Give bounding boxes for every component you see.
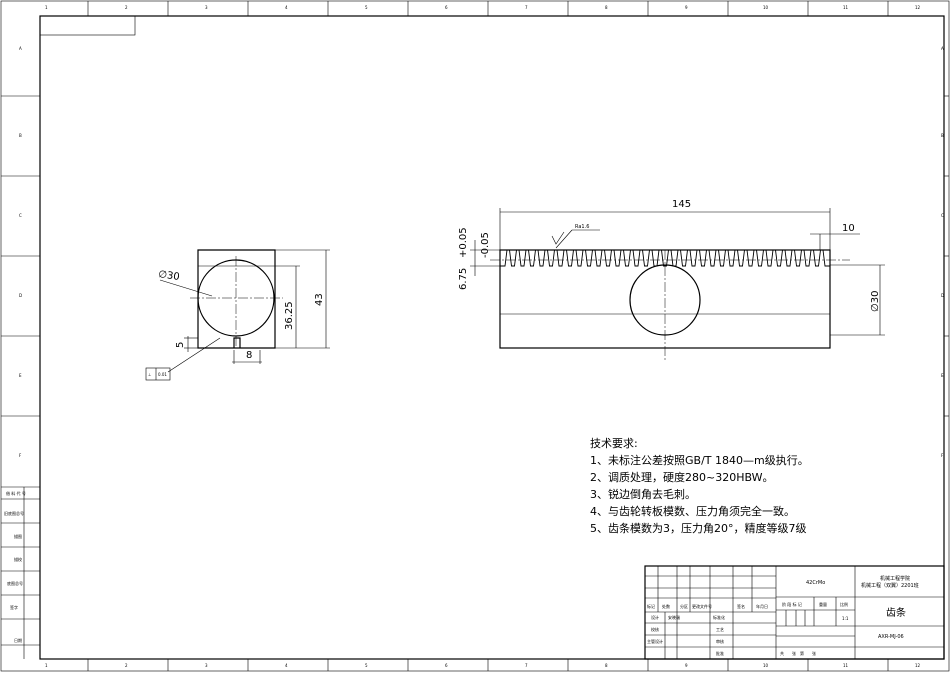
col-number-bottom: 8: [605, 663, 608, 668]
end-view-center-height: 36.25: [284, 301, 295, 330]
inner-frame: [39, 15, 945, 660]
title-block: [644, 565, 945, 660]
col-number-top: 8: [605, 5, 608, 10]
col-number-bottom: 5: [365, 663, 368, 668]
row-letter-right: C: [941, 213, 944, 218]
col-number-bottom: 4: [285, 663, 288, 668]
roughness-value: Ra1.6: [575, 224, 589, 230]
scale-value: 1:1: [842, 616, 849, 621]
strip-label: 底图总号: [7, 580, 23, 586]
col-number-top: 11: [843, 5, 849, 10]
row-letter-left: B: [19, 133, 22, 138]
material: 42CrMo: [806, 580, 825, 586]
drawing-number: AXR-MJ-06: [878, 634, 904, 640]
column-label: 审核: [716, 638, 724, 644]
column-label: 工艺: [716, 627, 724, 632]
end-view: [145, 249, 330, 381]
front-view-length: 145: [672, 199, 691, 210]
rack-teeth: [500, 249, 830, 267]
header-cell: 更改文件号: [692, 603, 712, 609]
col-number-top: 7: [525, 5, 528, 10]
designer-name: 安晓瑞: [668, 614, 680, 620]
header-cell: 分区: [680, 603, 688, 609]
class-name: 机械工程（双翼）2201班: [861, 582, 919, 589]
col-number-bottom: 9: [685, 663, 688, 668]
front-view: [470, 208, 885, 360]
sheet-count: 共 张 第 张: [780, 650, 816, 656]
strip-label: 描图: [14, 533, 22, 539]
front-view-diameter: ∅30: [870, 291, 881, 312]
col-number-bottom: 6: [445, 663, 448, 668]
scale-label: 比例: [840, 601, 848, 607]
stage-label: 阶 段 标 记: [782, 601, 802, 607]
col-number-bottom: 3: [205, 663, 208, 668]
role-label: 校核: [651, 626, 659, 632]
col-number-top: 2: [125, 5, 128, 10]
tolerance-symbol: ⊥: [148, 372, 152, 377]
row-letter-left: E: [19, 373, 22, 378]
tech-requirements-title: 技术要求:: [590, 437, 638, 450]
col-number-bottom: 1: [45, 663, 48, 668]
col-number-top: 12: [915, 5, 921, 10]
strip-label: 描校: [14, 556, 22, 562]
row-letter-right: E: [941, 373, 944, 378]
column-label: 标准化: [713, 614, 725, 620]
role-label: 主管设计: [647, 638, 663, 644]
strip-label: 借 料 代 号: [6, 490, 26, 496]
header-cell: 标记: [647, 603, 655, 609]
corner-code-box: [39, 15, 136, 36]
tech-requirement-item: 3、锐边倒角去毛刺。: [590, 487, 696, 501]
column-label: 批准: [716, 650, 724, 656]
tech-requirement-item: 1、未标注公差按照GB/T 1840—m级执行。: [590, 453, 809, 467]
row-letter-left: D: [19, 293, 22, 298]
col-number-bottom: 2: [125, 663, 128, 668]
left-signature-strip: [1, 486, 40, 659]
end-view-total-height: 43: [314, 293, 325, 306]
col-number-top: 10: [763, 5, 769, 10]
col-number-bottom: 7: [525, 663, 528, 668]
col-number-bottom: 10: [763, 663, 769, 668]
front-view-addendum: 6.75: [458, 268, 469, 290]
row-grid: [1, 95, 949, 417]
col-number-top: 4: [285, 5, 288, 10]
front-view-offset: 10: [842, 223, 855, 234]
header-cell: 年月日: [756, 603, 768, 609]
tolerance-upper: +0.05: [458, 227, 469, 258]
col-number-bottom: 12: [915, 663, 921, 668]
end-view-key-width: 8: [246, 350, 252, 361]
school-name: 机械工程学院: [880, 575, 910, 582]
row-letter-right: F: [941, 453, 944, 458]
tech-requirement-item: 4、与齿轮转板模数、压力角须完全一致。: [590, 504, 795, 518]
row-letter-right: D: [941, 293, 944, 298]
part-name: 齿条: [886, 606, 906, 619]
row-letter-right: B: [941, 133, 944, 138]
end-view-diameter: ∅30: [158, 269, 181, 283]
col-number-top: 1: [45, 5, 48, 10]
strip-label: 日期: [14, 637, 22, 643]
col-number-top: 9: [685, 5, 688, 10]
strip-label: 签字: [10, 604, 18, 610]
tolerance-value: 0.01: [158, 372, 167, 377]
col-number-bottom: 11: [843, 663, 849, 668]
row-letter-right: A: [941, 46, 944, 51]
role-label: 设计: [651, 614, 659, 620]
tech-requirement-item: 5、齿条模数为3，压力角20°，精度等级7级: [590, 521, 807, 535]
row-letter-left: A: [19, 46, 22, 51]
header-cell: 处数: [662, 603, 670, 609]
col-number-top: 6: [445, 5, 448, 10]
col-number-top: 5: [365, 5, 368, 10]
row-letter-left: C: [19, 213, 22, 218]
strip-label: 旧底图总号: [4, 510, 24, 516]
column-grid: [87, 1, 889, 671]
tolerance-lower: -0.05: [480, 232, 491, 258]
end-view-key-height: 5: [175, 342, 186, 348]
header-cell: 签名: [737, 603, 745, 609]
tech-requirement-item: 2、调质处理，硬度280~320HBW。: [590, 470, 774, 484]
weight-label: 重量: [819, 601, 827, 607]
col-number-top: 3: [205, 5, 208, 10]
row-letter-left: F: [19, 453, 22, 458]
